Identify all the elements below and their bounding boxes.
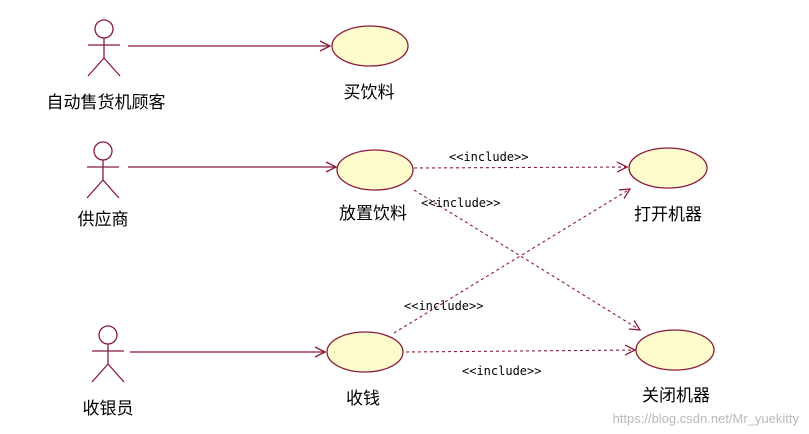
actor-cashier-figure (91, 325, 125, 383)
usecase-close-ellipse (635, 329, 715, 371)
include-lines (393, 167, 640, 352)
actor-customer-label: 自动售货机顾客 (46, 93, 166, 113)
usecase-stock-ellipse (336, 149, 414, 191)
usecase-cash-label: 收钱 (346, 389, 380, 409)
include-stock-close (413, 189, 640, 330)
usecase-open-ellipse (628, 147, 708, 189)
actor-cashier-label: 收银员 (82, 399, 134, 419)
usecase-buy-ellipse (331, 25, 409, 67)
actor-supplier-label: 供应商 (77, 210, 129, 230)
include-cash-close-label: <<include>> (462, 364, 542, 378)
actor-customer-figure (87, 19, 121, 77)
include-stock-close-label: <<include>> (421, 196, 501, 210)
usecase-buy-label: 买饮料 (343, 83, 395, 103)
association-lines (128, 46, 336, 352)
usecase-close-label: 关闭机器 (642, 386, 710, 406)
include-stock-open-label: <<include>> (449, 150, 529, 164)
include-cash-open (393, 189, 630, 334)
include-stock-open (413, 167, 627, 168)
include-cash-open-label: <<include>> (404, 299, 484, 313)
include-cash-close (405, 350, 635, 352)
watermark: https://blog.csdn.net/Mr_yuekitty (612, 411, 799, 426)
actor-supplier-figure (86, 141, 120, 199)
usecase-open-label: 打开机器 (634, 205, 702, 225)
usecase-cash-ellipse (326, 331, 404, 373)
usecase-stock-label: 放置饮料 (339, 204, 407, 224)
